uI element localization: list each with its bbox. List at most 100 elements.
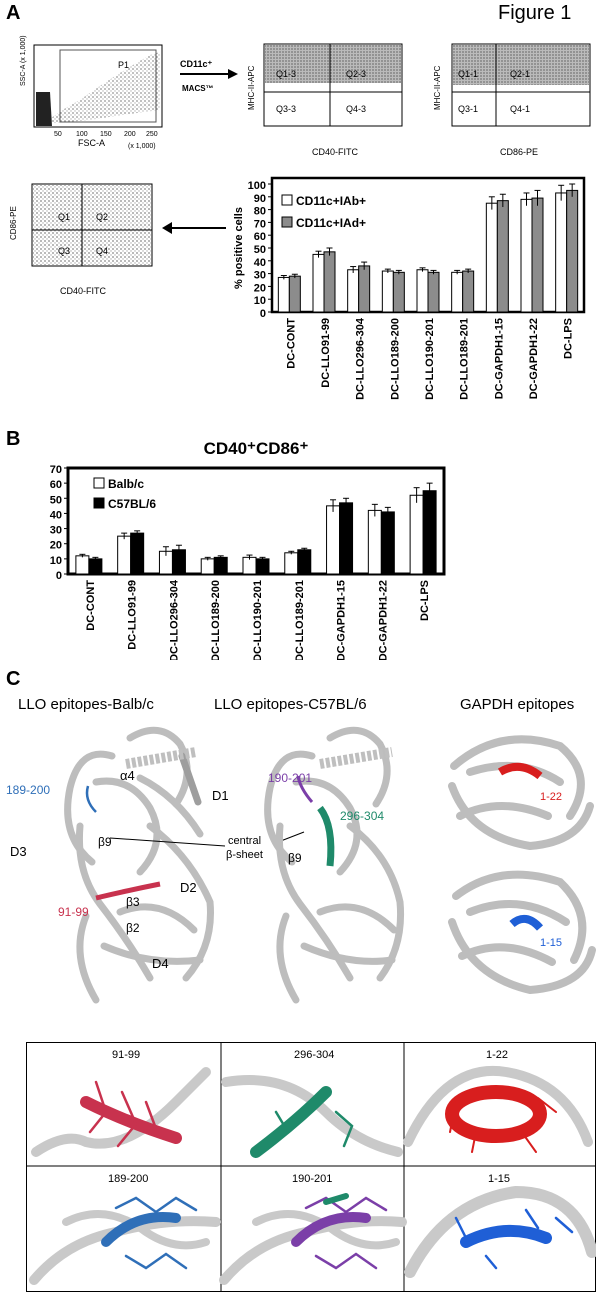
label-gapdh-1-15: 1-15 — [540, 937, 562, 949]
category-label: DC-LLO91-99 — [127, 580, 139, 650]
plot-mhc-cd86: Q1-1 Q2-1 Q3-1 Q4-1 MHC-II-APC CD86-PE — [433, 43, 591, 157]
label-b9-c57: β9 — [288, 851, 302, 865]
y-tick-label: 40 — [254, 257, 266, 269]
cd40-x-axis: CD40-FITC — [312, 147, 359, 157]
cd40-y-axis: MHC-II-APC — [247, 65, 256, 110]
label-d2: D2 — [180, 880, 197, 895]
category-label: DC-LPS — [419, 580, 431, 621]
panel-label-b: B — [6, 428, 21, 450]
zoom-91-99 — [31, 1067, 211, 1157]
y-tick-label: 0 — [260, 308, 266, 320]
gate-label: P1 — [118, 60, 129, 70]
pointer-central-left — [109, 837, 226, 847]
bar — [88, 558, 103, 575]
bar — [392, 271, 405, 313]
bar — [326, 505, 341, 575]
sort-arrow: CD11c⁺ MACS™ — [180, 59, 238, 93]
q2-1: Q2-1 — [510, 69, 530, 79]
gate-x-tick-1: 50 — [54, 131, 62, 138]
zoom-box-grid — [26, 1042, 596, 1292]
plot-mhc-cd40: Q1-3 Q2-3 Q3-3 Q4-3 MHC-II-APC CD40-FITC — [247, 43, 403, 157]
category-label: DC-LLO189-200 — [389, 318, 401, 400]
y-tick-label: 30 — [254, 270, 266, 282]
label-296-304: 296-304 — [340, 809, 384, 823]
y-axis-label: % positive cells — [233, 207, 245, 289]
zoom-title-91-99: 91-99 — [112, 1049, 140, 1061]
epitope-296-304 — [317, 805, 335, 867]
bar — [117, 535, 132, 575]
epitope-189-200 — [85, 785, 97, 813]
cd86-y-axis: MHC-II-APC — [433, 65, 442, 110]
legend-swatch — [93, 477, 105, 489]
category-label: DC-LLO190-201 — [424, 318, 436, 400]
category-label: DC-GAPDH1-22 — [528, 318, 540, 399]
epitope-91-99 — [95, 881, 161, 901]
bar — [409, 494, 424, 575]
legend-swatch — [281, 194, 293, 206]
panel-label-c: C — [6, 668, 21, 690]
epitope-gapdh-1-22 — [497, 762, 543, 780]
y-tick-label: 90 — [254, 193, 266, 205]
label-189-200: 189-200 — [6, 783, 50, 797]
category-label: DC-LLO189-201 — [294, 580, 306, 660]
c57-helix — [319, 747, 393, 769]
label-sheet: β-sheet — [226, 849, 263, 861]
label-alpha4: α4 — [120, 768, 135, 783]
zoom-title-1-22: 1-22 — [486, 1049, 508, 1061]
bar — [323, 251, 336, 313]
category-label: DC-CONT — [285, 318, 297, 369]
label-b9-balbc: β9 — [98, 835, 112, 849]
bar — [312, 253, 325, 313]
y-tick-label: 50 — [254, 244, 266, 256]
gapdh-structure-top — [448, 735, 594, 851]
legend-swatch — [281, 216, 293, 228]
bar — [451, 271, 464, 313]
gate-x-unit: (x 1,000) — [128, 143, 156, 150]
zoom-title-296-304: 296-304 — [294, 1049, 334, 1061]
bar — [566, 189, 579, 313]
figure-title: Figure 1 — [498, 2, 572, 24]
bar — [255, 558, 270, 575]
left-arrow — [162, 222, 226, 234]
bar — [200, 558, 215, 575]
q3-1: Q3-1 — [458, 104, 478, 114]
bar — [381, 270, 394, 313]
zoom-296-304 — [221, 1075, 403, 1158]
q2: Q2 — [96, 212, 108, 222]
cd86-x-axis: CD86-PE — [500, 147, 538, 157]
bar — [380, 511, 395, 575]
label-190-201: 190-201 — [268, 771, 312, 785]
title-gapdh: GAPDH epitopes — [460, 696, 575, 713]
chart-title: CD40⁺CD86⁺ — [204, 439, 309, 458]
bar — [555, 192, 568, 313]
gate-x-tick-4: 200 — [124, 131, 136, 138]
gapdh-structure-bottom — [448, 870, 596, 995]
bar — [277, 276, 290, 313]
q2-3: Q2-3 — [346, 69, 366, 79]
y-tick-label: 40 — [50, 509, 62, 521]
q3-3: Q3-3 — [276, 104, 296, 114]
flow-cytometry-plots: P1 SSC-A (x 1,000) FSC-A (x 1,000) 50 10… — [9, 35, 591, 296]
sort-label-1: CD11c⁺ — [180, 59, 213, 69]
category-label: DC-LLO190-201 — [252, 580, 264, 660]
label-b3: β3 — [126, 895, 140, 909]
llo-structure-c57 — [264, 726, 405, 1004]
gate-y-axis: SSC-A (x 1,000) — [20, 35, 27, 86]
y-tick-label: 20 — [254, 282, 266, 294]
label-d3: D3 — [10, 844, 27, 859]
zoom-190-201 — [219, 1193, 407, 1285]
plot-cd86-cd40: Q1 Q2 Q3 Q4 CD86-PE CD40-FITC — [9, 183, 153, 296]
double-x-axis: CD40-FITC — [60, 286, 107, 296]
double-y-axis: CD86-PE — [9, 206, 18, 240]
bar — [496, 200, 509, 313]
legend-label: C57BL/6 — [108, 497, 156, 511]
q3: Q3 — [58, 246, 70, 256]
label-central: central — [228, 835, 261, 847]
bar — [416, 269, 429, 313]
y-tick-label: 30 — [50, 525, 62, 537]
bar — [462, 270, 475, 313]
q4-3: Q4-3 — [346, 104, 366, 114]
y-tick-label: 60 — [50, 479, 62, 491]
zoom-1-22 — [403, 1065, 593, 1153]
